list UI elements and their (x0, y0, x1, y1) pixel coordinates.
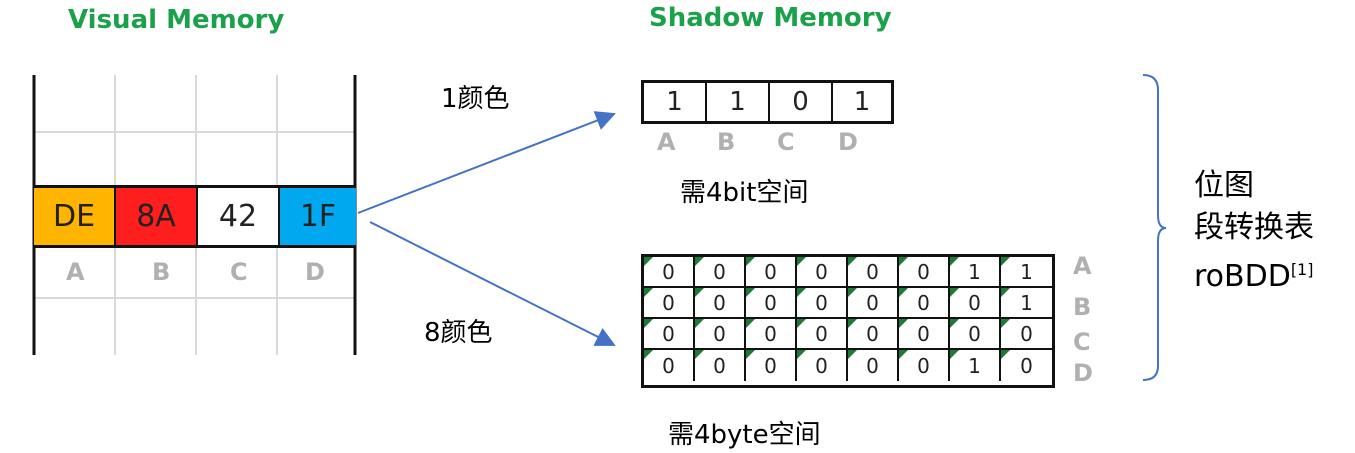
byte-cell: 0 (797, 350, 848, 381)
pixel-cell-d: 1F (280, 188, 356, 245)
bitmap-caption: 需4bit空间 (680, 178, 809, 208)
byte-cell: 0 (899, 257, 950, 288)
side-note-robdd: roBDD[1] (1194, 249, 1314, 298)
pixel-cell-c: 42 (198, 188, 280, 245)
byte-cell: 0 (848, 288, 899, 319)
visual-memory-title: Visual Memory (68, 5, 285, 35)
bit-col-b: B (717, 128, 736, 156)
side-note: 位图 段转换表 roBDD[1] (1194, 165, 1314, 298)
byte-cell: 0 (746, 319, 797, 350)
robdd-text: roBDD (1194, 259, 1291, 294)
shadow-memory-title: Shadow Memory (649, 3, 892, 33)
byte-cell: 0 (695, 319, 746, 350)
bit-col-c: C (777, 128, 795, 156)
pixel-cell-b: 8A (116, 188, 198, 245)
label-1-color: 1颜色 (441, 84, 510, 114)
bit-cell-c: 0 (770, 83, 833, 121)
robdd-citation: [1] (1290, 260, 1314, 279)
byte-cell: 0 (1001, 350, 1052, 381)
byte-row-label-b: B (1073, 293, 1092, 321)
byte-cell: 0 (899, 350, 950, 381)
bytemap-grid: 0 0 0 0 0 0 1 1 0 0 0 0 0 0 0 1 0 0 0 0 … (641, 254, 1055, 388)
bit-col-a: A (657, 128, 676, 156)
byte-cell: 1 (950, 257, 1001, 288)
arrow-to-bytemap (369, 221, 616, 346)
byte-cell: 0 (644, 288, 695, 319)
side-note-bitmap: 位图 (1194, 168, 1254, 203)
side-note-segment-table: 段转换表 (1194, 210, 1314, 245)
vm-col-a: A (66, 258, 85, 286)
bit-col-d: D (838, 128, 858, 156)
pixel-row: DE 8A 42 1F (34, 185, 356, 248)
byte-cell: 0 (746, 257, 797, 288)
byte-cell: 0 (695, 288, 746, 319)
byte-cell: 0 (746, 350, 797, 381)
bitmap-row: 1 1 0 1 (641, 80, 894, 124)
bit-cell-a: 1 (644, 83, 707, 121)
byte-cell: 0 (695, 350, 746, 381)
byte-cell: 1 (1001, 257, 1052, 288)
byte-cell: 0 (746, 288, 797, 319)
bit-cell-b: 1 (707, 83, 770, 121)
arrow-to-bitmap (357, 111, 616, 214)
byte-cell: 0 (797, 319, 848, 350)
byte-cell: 0 (950, 319, 1001, 350)
bit-cell-d: 1 (853, 87, 871, 117)
byte-row-label-c: C (1073, 328, 1091, 356)
vm-col-d: D (305, 258, 325, 286)
byte-cell: 0 (644, 350, 695, 381)
label-8-color: 8颜色 (424, 318, 493, 348)
byte-cell: 0 (695, 257, 746, 288)
pixel-cell-a: DE (34, 188, 116, 245)
vm-col-c: C (230, 258, 248, 286)
byte-cell: 0 (797, 288, 848, 319)
byte-cell: 0 (644, 257, 695, 288)
vm-col-b: B (152, 258, 171, 286)
byte-cell: 1 (1001, 288, 1052, 319)
byte-cell: 1 (950, 350, 1001, 381)
byte-cell: 0 (1001, 319, 1052, 350)
byte-cell: 0 (848, 257, 899, 288)
byte-row-label-a: A (1073, 252, 1092, 280)
byte-cell: 0 (899, 288, 950, 319)
byte-row-label-d: D (1073, 359, 1093, 387)
bytemap-caption: 需4byte空间 (668, 420, 821, 450)
right-bracket (1142, 74, 1167, 381)
byte-cell: 0 (899, 319, 950, 350)
byte-cell: 0 (797, 257, 848, 288)
byte-cell: 0 (848, 350, 899, 381)
byte-cell: 0 (644, 319, 695, 350)
byte-cell: 0 (848, 319, 899, 350)
byte-cell: 0 (950, 288, 1001, 319)
